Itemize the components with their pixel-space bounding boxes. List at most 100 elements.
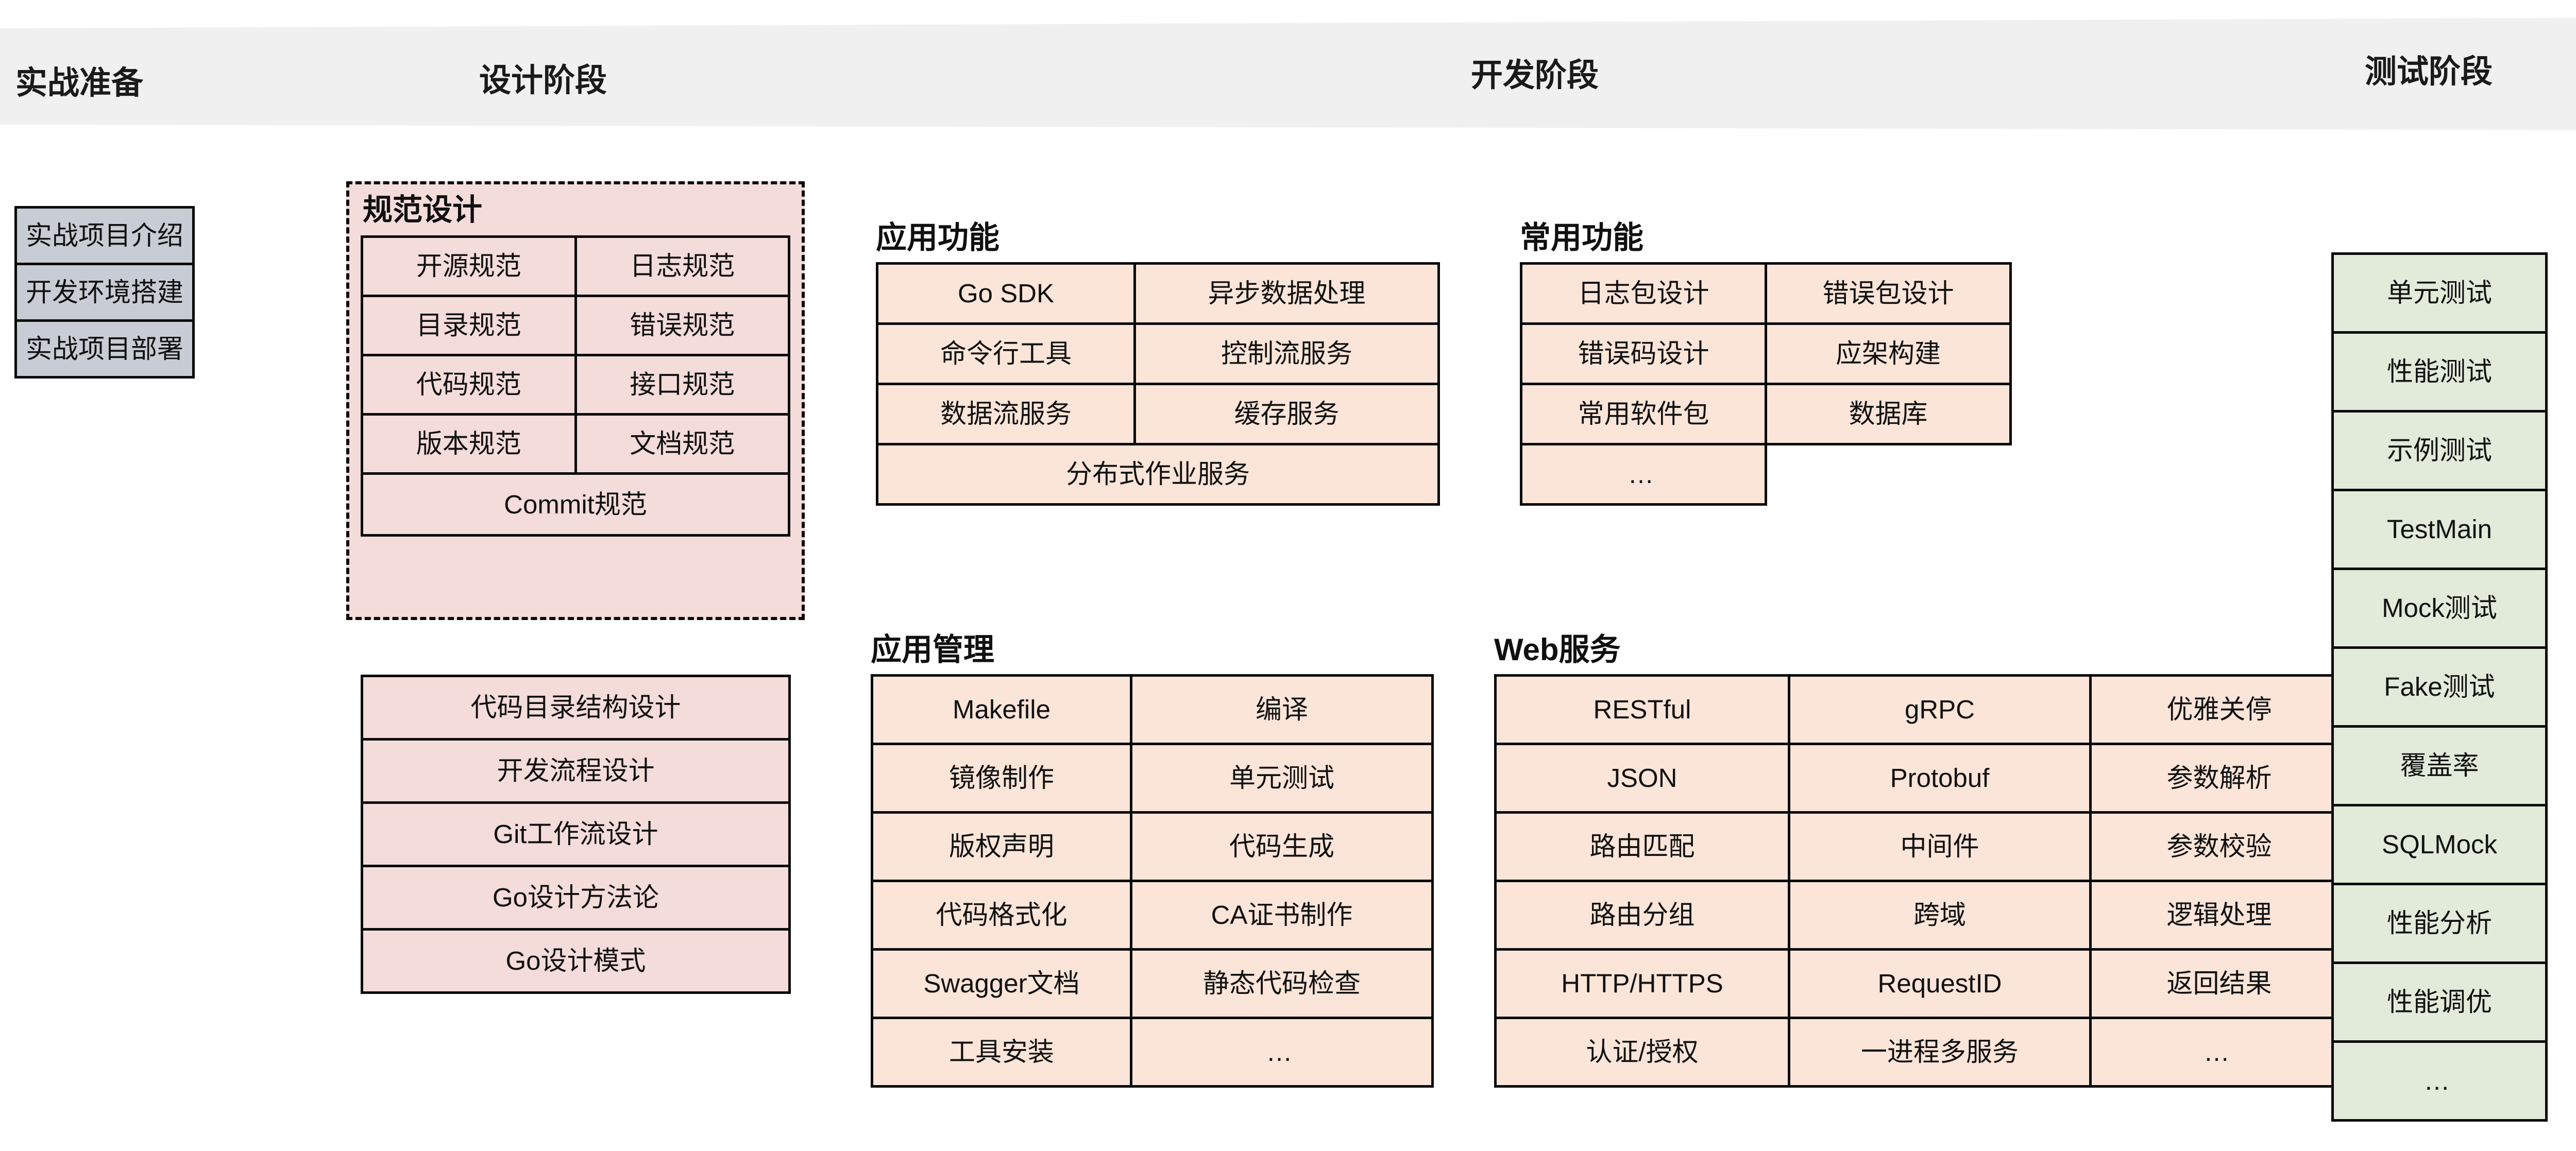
table-row[interactable]: 数据流服务 缓存服务 — [876, 383, 1440, 445]
table-row[interactable]: 分布式作业服务 — [876, 443, 1440, 506]
spec-cell-0-0[interactable]: 开源规范 — [361, 235, 577, 297]
web-cell-0-0[interactable]: RESTful — [1494, 674, 1790, 745]
spec-cell-1-1[interactable]: 错误规范 — [574, 294, 790, 356]
table-row[interactable]: 认证/授权 一进程多服务 … — [1494, 1017, 2349, 1088]
table-row[interactable]: Mock测试 — [2331, 568, 2548, 649]
web-cell-1-2[interactable]: 参数解析 — [2089, 743, 2349, 814]
appmgmt-cell-2-0[interactable]: 版权声明 — [871, 811, 1132, 882]
design-item-3[interactable]: Go设计方法论 — [361, 865, 791, 931]
design-item-0[interactable]: 代码目录结构设计 — [361, 675, 791, 741]
web-cell-1-0[interactable]: JSON — [1494, 743, 1790, 814]
test-item-6[interactable]: 覆盖率 — [2331, 725, 2548, 806]
appmgmt-cell-1-1[interactable]: 单元测试 — [1130, 743, 1434, 814]
appmgmt-cell-4-1[interactable]: 静态代码检查 — [1130, 948, 1434, 1019]
table-row[interactable]: 单元测试 — [2331, 252, 2548, 334]
table-row[interactable]: RESTful gRPC 优雅关停 — [1494, 674, 2349, 745]
commonfeat-cell-2-0[interactable]: 常用软件包 — [1520, 383, 1767, 445]
table-row[interactable]: 镜像制作 单元测试 — [871, 743, 1434, 814]
web-cell-3-1[interactable]: 跨域 — [1788, 880, 2092, 951]
web-cell-2-2[interactable]: 参数校验 — [2089, 811, 2349, 882]
web-cell-2-1[interactable]: 中间件 — [1788, 811, 2092, 882]
table-row[interactable]: 日志包设计 错误包设计 — [1520, 262, 2012, 325]
test-item-0[interactable]: 单元测试 — [2331, 252, 2548, 334]
appfeat-cell-0-0[interactable]: Go SDK — [876, 262, 1136, 325]
table-row[interactable]: 性能测试 — [2331, 331, 2548, 413]
table-row[interactable]: Go设计方法论 — [361, 865, 791, 931]
web-cell-4-2[interactable]: 返回结果 — [2089, 948, 2349, 1019]
web-cell-0-2[interactable]: 优雅关停 — [2089, 674, 2349, 745]
web-cell-5-1[interactable]: 一进程多服务 — [1788, 1017, 2092, 1088]
web-cell-1-1[interactable]: Protobuf — [1788, 743, 2092, 814]
web-cell-3-2[interactable]: 逻辑处理 — [2089, 880, 2349, 951]
table-row[interactable]: 代码格式化 CA证书制作 — [871, 880, 1434, 951]
table-row[interactable]: 实战项目介绍 — [14, 206, 195, 265]
appfeat-cell-0-1[interactable]: 异步数据处理 — [1133, 262, 1440, 325]
table-row[interactable]: 命令行工具 控制流服务 — [876, 322, 1440, 385]
table-row[interactable]: Fake测试 — [2331, 646, 2548, 728]
test-item-3[interactable]: TestMain — [2331, 489, 2548, 570]
table-row[interactable]: Makefile 编译 — [871, 674, 1434, 745]
spec-cell-0-1[interactable]: 日志规范 — [574, 235, 790, 297]
test-item-4[interactable]: Mock测试 — [2331, 568, 2548, 649]
commonfeat-cell-2-1[interactable]: 数据库 — [1765, 383, 2012, 445]
table-row[interactable]: 开发环境搭建 — [14, 263, 195, 322]
appmgmt-cell-4-0[interactable]: Swagger文档 — [871, 948, 1132, 1019]
table-row[interactable]: TestMain — [2331, 489, 2548, 570]
table-row[interactable]: JSON Protobuf 参数解析 — [1494, 743, 2349, 814]
appfeat-cell-1-0[interactable]: 命令行工具 — [876, 322, 1136, 385]
prep-item-0[interactable]: 实战项目介绍 — [14, 206, 195, 265]
test-item-9[interactable]: 性能调优 — [2331, 961, 2548, 1043]
spec-cell-2-0[interactable]: 代码规范 — [361, 353, 577, 416]
table-row[interactable]: Git工作流设计 — [361, 801, 791, 867]
table-row[interactable]: 代码规范 接口规范 — [361, 353, 790, 416]
table-row[interactable]: 路由匹配 中间件 参数校验 — [1494, 811, 2349, 882]
spec-cell-2-1[interactable]: 接口规范 — [574, 353, 790, 416]
appfeat-cell-2-1[interactable]: 缓存服务 — [1133, 383, 1440, 445]
web-cell-5-0[interactable]: 认证/授权 — [1494, 1017, 1790, 1088]
table-row[interactable]: SQLMock — [2331, 804, 2548, 885]
table-row[interactable]: 目录规范 错误规范 — [361, 294, 790, 356]
table-row[interactable]: Commit规范 — [361, 472, 790, 537]
web-cell-0-1[interactable]: gRPC — [1788, 674, 2092, 745]
spec-cell-commit[interactable]: Commit规范 — [361, 472, 790, 537]
commonfeat-cell-ellipsis[interactable]: … — [1520, 443, 1767, 506]
commonfeat-cell-0-1[interactable]: 错误包设计 — [1765, 262, 2012, 325]
web-cell-4-0[interactable]: HTTP/HTTPS — [1494, 948, 1790, 1019]
appmgmt-cell-1-0[interactable]: 镜像制作 — [871, 743, 1132, 814]
table-row[interactable]: 错误码设计 应架构建 — [1520, 322, 2012, 385]
design-item-2[interactable]: Git工作流设计 — [361, 801, 791, 867]
test-item-2[interactable]: 示例测试 — [2331, 410, 2548, 491]
commonfeat-cell-1-1[interactable]: 应架构建 — [1765, 322, 2012, 385]
web-cell-5-2[interactable]: … — [2089, 1017, 2349, 1088]
table-row[interactable]: 性能分析 — [2331, 883, 2548, 964]
table-row[interactable]: 开发流程设计 — [361, 738, 791, 804]
appfeat-cell-2-0[interactable]: 数据流服务 — [876, 383, 1136, 445]
prep-item-1[interactable]: 开发环境搭建 — [14, 263, 195, 322]
appmgmt-cell-0-0[interactable]: Makefile — [871, 674, 1132, 745]
table-row[interactable]: 路由分组 跨域 逻辑处理 — [1494, 880, 2349, 951]
appfeat-cell-full[interactable]: 分布式作业服务 — [876, 443, 1440, 506]
appfeat-cell-1-1[interactable]: 控制流服务 — [1133, 322, 1440, 385]
table-row[interactable]: Go SDK 异步数据处理 — [876, 262, 1440, 325]
test-item-8[interactable]: 性能分析 — [2331, 883, 2548, 964]
table-row[interactable]: 常用软件包 数据库 — [1520, 383, 2012, 445]
appmgmt-cell-5-1[interactable]: … — [1130, 1017, 1434, 1088]
table-row[interactable]: 开源规范 日志规范 — [361, 235, 790, 297]
design-item-4[interactable]: Go设计模式 — [361, 928, 791, 994]
table-row[interactable]: … — [1520, 443, 2011, 506]
test-item-1[interactable]: 性能测试 — [2331, 331, 2548, 413]
test-item-7[interactable]: SQLMock — [2331, 804, 2548, 885]
web-cell-2-0[interactable]: 路由匹配 — [1494, 811, 1790, 882]
table-row[interactable]: Go设计模式 — [361, 928, 791, 994]
table-row[interactable]: 代码目录结构设计 — [361, 675, 791, 741]
table-row[interactable]: 示例测试 — [2331, 410, 2548, 491]
commonfeat-cell-1-0[interactable]: 错误码设计 — [1520, 322, 1767, 385]
spec-cell-1-0[interactable]: 目录规范 — [361, 294, 577, 356]
spec-cell-3-1[interactable]: 文档规范 — [574, 413, 790, 475]
table-row[interactable]: 版权声明 代码生成 — [871, 811, 1434, 882]
appmgmt-cell-3-0[interactable]: 代码格式化 — [871, 880, 1132, 951]
table-row[interactable]: Swagger文档 静态代码检查 — [871, 948, 1434, 1019]
web-cell-3-0[interactable]: 路由分组 — [1494, 880, 1790, 951]
spec-cell-3-0[interactable]: 版本规范 — [361, 413, 577, 475]
appmgmt-cell-2-1[interactable]: 代码生成 — [1130, 811, 1434, 882]
